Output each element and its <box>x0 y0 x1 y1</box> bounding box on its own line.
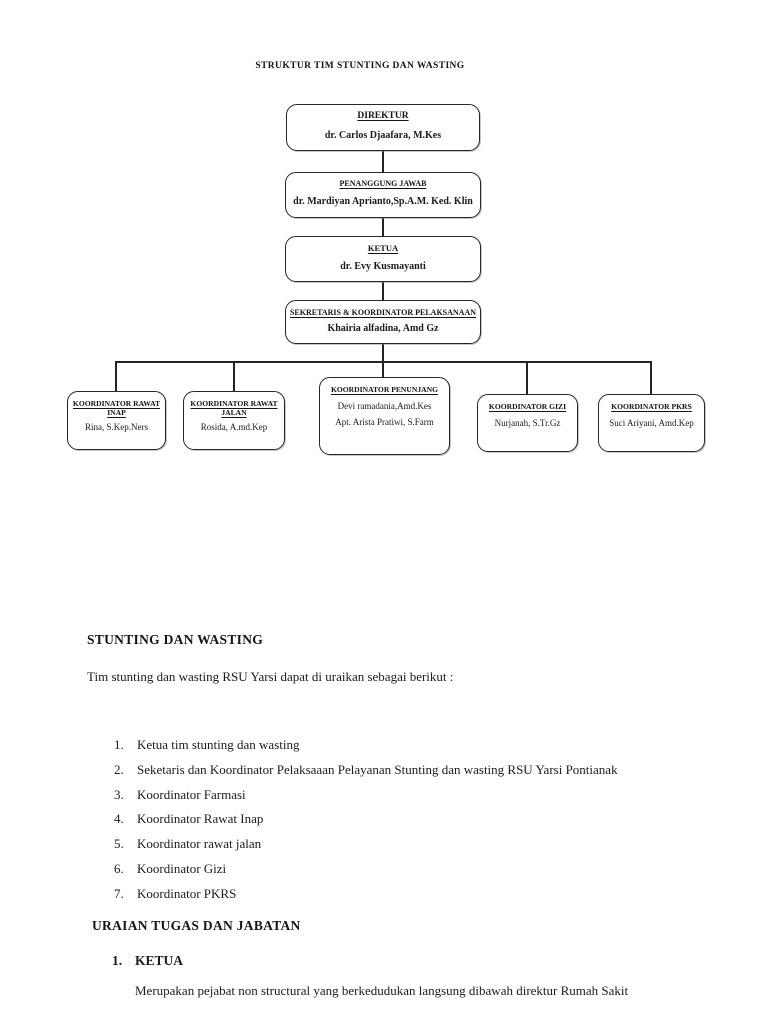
org-box-koordinator-rawat-jalan: KOORDINATOR RAWAT JALAN Rosida, A.md.Kep <box>183 391 285 450</box>
connector-line <box>382 217 384 237</box>
org-box-name: Nurjanah, S.Tr.Gz <box>494 418 561 429</box>
connector-line <box>382 150 384 173</box>
uraian-item-number: 1. <box>112 953 123 968</box>
list-item: 6. Koordinator Gizi <box>114 861 618 886</box>
uraian-item-description: Merupakan pejabat non structural yang be… <box>135 983 629 998</box>
connector-line <box>382 343 384 363</box>
chart-title: STRUKTUR TIM STUNTING DAN WASTING <box>255 61 465 71</box>
list-item: 2. Seketaris dan Koordinator Pelaksaaan … <box>114 762 618 787</box>
org-box-name: dr. Evy Kusmayanti <box>340 260 426 272</box>
list-item-number: 6. <box>114 860 124 876</box>
list-item-number: 3. <box>114 786 124 802</box>
list-item-label: Koordinator Gizi <box>137 860 227 876</box>
list-item-number: 7. <box>114 885 124 901</box>
org-box-name: dr. Carlos Djaafara, M.Kes <box>324 129 442 141</box>
uraian-item-ketua: 1. KETUA <box>112 953 183 969</box>
list-item-label: Koordinator PKRS <box>137 885 237 901</box>
org-box-name-2: Apt. Arista Pratiwi, S.Farm <box>335 417 434 428</box>
connector-line <box>115 361 117 392</box>
org-box-penanggung-jawab: PENANGGUNG JAWAB dr. Mardiyan Aprianto,S… <box>285 172 481 218</box>
org-box-name: Suci Ariyani, Amd.Kep <box>609 418 694 429</box>
list-item-number: 4. <box>114 811 124 827</box>
list-item: 5. Koordinator rawat jalan <box>114 836 618 861</box>
org-box-name: Rosida, A.md.Kep <box>200 421 268 432</box>
list-item: 1. Ketua tim stunting dan wasting <box>114 737 618 762</box>
uraian-item-title: KETUA <box>135 953 184 968</box>
org-box-title: KOORDINATOR PKRS <box>611 402 692 411</box>
org-box-name: Rina, S.Kep.Ners <box>85 421 148 432</box>
list-item-label: Koordinator Farmasi <box>137 786 246 802</box>
org-box-title: KETUA <box>367 243 399 253</box>
connector-line <box>233 361 235 392</box>
org-box-koordinator-pkrs: KOORDINATOR PKRS Suci Ariyani, Amd.Kep <box>598 394 705 452</box>
org-box-title: KOORDINATOR RAWAT INAP <box>72 399 161 418</box>
org-box-koordinator-penunjang: KOORDINATOR PENUNJANG Devi ramadania,Amd… <box>319 377 450 455</box>
org-box-ketua: KETUA dr. Evy Kusmayanti <box>285 236 481 282</box>
org-box-title: KOORDINATOR GIZI <box>488 402 567 411</box>
list-item: 7. Koordinator PKRS <box>114 886 618 911</box>
org-box-title: PENANGGUNG JAWAB <box>339 179 427 188</box>
org-box-direktur: DIREKTUR dr. Carlos Djaafara, M.Kes <box>286 104 480 151</box>
org-box-name: dr. Mardiyan Aprianto,Sp.A.M. Ked. Klin <box>293 196 473 207</box>
org-box-sekretaris: SEKRETARIS & KOORDINATOR PELAKSANAAN Kha… <box>285 300 481 344</box>
org-box-title: KOORDINATOR RAWAT JALAN <box>190 399 278 418</box>
org-box-title: DIREKTUR <box>357 111 409 121</box>
list-item-label: Koordinator Rawat Inap <box>137 811 264 827</box>
org-box-koordinator-gizi: KOORDINATOR GIZI Nurjanah, S.Tr.Gz <box>477 394 578 452</box>
connector-line <box>650 361 652 395</box>
list-item: 4. Koordinator Rawat Inap <box>114 811 618 836</box>
org-box-koordinator-rawat-inap: KOORDINATOR RAWAT INAP Rina, S.Kep.Ners <box>67 391 166 450</box>
org-box-title: SEKRETARIS & KOORDINATOR PELAKSANAAN <box>289 308 477 317</box>
org-box-name: Devi ramadania,Amd.Kes <box>337 401 432 412</box>
connector-line <box>382 361 384 378</box>
list-item-label: Ketua tim stunting dan wasting <box>137 737 300 752</box>
list-item-number: 1. <box>114 737 124 752</box>
org-box-name: Khairia alfadina, Amd Gz <box>327 323 439 334</box>
list-item-label: Koordinator rawat jalan <box>137 836 262 852</box>
connector-line <box>526 361 528 395</box>
org-box-title: KOORDINATOR PENUNJANG <box>330 385 439 394</box>
section-heading-uraian-tugas: URAIAN TUGAS DAN JABATAN <box>92 918 301 933</box>
list-item-number: 5. <box>114 836 124 852</box>
list-item-number: 2. <box>114 761 124 777</box>
intro-paragraph: Tim stunting dan wasting RSU Yarsi dapat… <box>87 669 454 684</box>
list-item: 3. Koordinator Farmasi <box>114 787 618 812</box>
section-heading-stunting-dan-wasting: STUNTING DAN WASTING <box>87 632 264 647</box>
team-list: 1. Ketua tim stunting dan wasting 2. Sek… <box>114 737 618 911</box>
list-item-label: Seketaris dan Koordinator Pelaksaaan Pel… <box>137 761 618 777</box>
connector-line <box>382 281 384 301</box>
